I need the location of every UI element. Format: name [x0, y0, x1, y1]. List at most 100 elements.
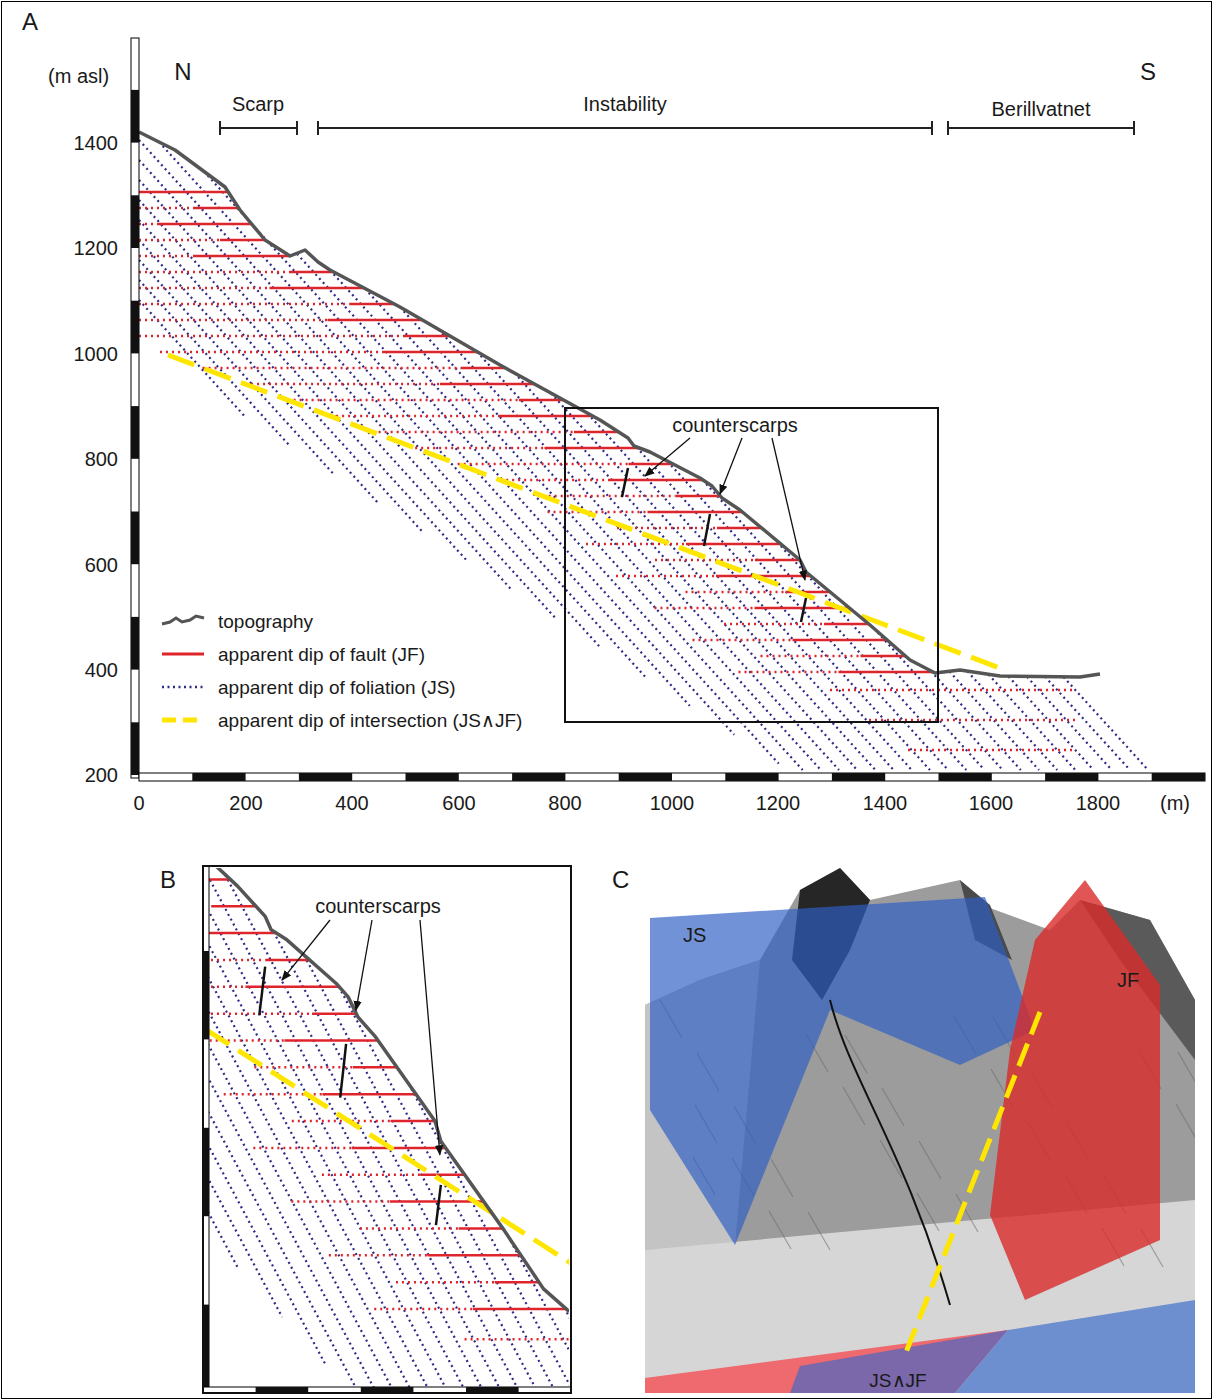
fault-trace: [205, 932, 277, 935]
legend-row: topography: [160, 609, 313, 633]
extent-bracket: [219, 121, 221, 135]
axis-bar-segment: [192, 773, 245, 781]
legend-row: apparent dip of foliation (JS): [160, 675, 456, 699]
foliation-trace: [205, 868, 282, 1317]
intersection-line: [168, 355, 1005, 670]
foliation-trace: [139, 220, 423, 533]
fault-trace-dotted: [374, 1308, 473, 1311]
foliation-trace: [205, 868, 370, 1391]
relief-texture: [917, 1193, 939, 1231]
figure-label: 400: [85, 660, 118, 680]
fault-trace-dotted: [655, 559, 755, 562]
fault-trace: [545, 447, 640, 450]
fault-trace-dotted: [330, 415, 498, 418]
legend-sample: [160, 709, 206, 731]
foliation-trace: [159, 142, 645, 677]
legend-row: apparent dip of intersection (JS∧JF): [160, 708, 522, 732]
figure-label: N: [174, 60, 191, 84]
counterscarp-mark: [622, 468, 628, 497]
extent-bracket: [948, 127, 1134, 129]
legend-line: [162, 718, 204, 723]
counterscarp-mark: [436, 1185, 441, 1225]
relief-texture: [808, 1212, 830, 1250]
stereo-foliation: [955, 1300, 1195, 1393]
foliation-trace: [274, 932, 564, 1391]
fault-trace: [839, 671, 934, 674]
axis-bar-segment: [1045, 773, 1098, 781]
fault-trace-dotted: [160, 351, 383, 354]
figure-label: JF: [1117, 970, 1139, 990]
leader-arrow: [420, 920, 440, 1155]
fault-trace-dotted: [415, 447, 544, 450]
fault-trace: [284, 1039, 378, 1042]
intersection-line: [903, 1012, 1040, 1360]
foliation-trace: [508, 1236, 569, 1391]
fault-trace-dotted: [205, 986, 245, 989]
fault-trace-dotted: [869, 719, 1075, 722]
extent-bracket: [318, 127, 932, 129]
foliation-trace: [703, 480, 967, 770]
leader-arrow: [772, 438, 805, 580]
foliation-trace: [139, 200, 468, 561]
foliation-trace: [304, 956, 569, 1391]
topography-line: [139, 132, 1100, 677]
foliation-trace: [668, 461, 949, 770]
foliation-trace: [205, 868, 473, 1391]
relief-texture: [1176, 1104, 1195, 1142]
figure-label: S: [1140, 60, 1156, 84]
foliation-trace: [439, 329, 840, 770]
fault-trace: [194, 207, 239, 210]
legend-text: topography: [218, 612, 313, 631]
fault-trace: [428, 1254, 522, 1257]
fault-trace-dotted: [139, 207, 194, 210]
fault-trace-dotted: [548, 511, 648, 514]
fault-trace-dotted: [724, 623, 824, 626]
fault-trace: [459, 1227, 503, 1230]
axis-bar-segment: [406, 773, 459, 781]
fault-trace: [289, 271, 334, 274]
figure-label: 1000: [650, 793, 695, 813]
fault-trace-dotted: [465, 1338, 569, 1341]
foliation-trace: [205, 868, 414, 1391]
extent-bracket: [1133, 121, 1135, 135]
panel-frame: [203, 866, 571, 1393]
axis-bar-segment: [619, 773, 672, 781]
foliation-trace: [551, 393, 894, 770]
figure-label: JS: [683, 925, 706, 945]
axis-bar: [139, 773, 1205, 781]
fault-trace: [270, 287, 365, 290]
fault-trace-dotted: [253, 1147, 352, 1150]
foliation-trace: [139, 280, 290, 446]
fault-trace: [717, 527, 762, 530]
foliation-trace: [139, 140, 601, 648]
figure-label: Scarp: [232, 94, 284, 114]
extent-bracket: [931, 121, 933, 135]
leader-arrow: [282, 920, 330, 980]
fault-trace: [353, 1066, 397, 1069]
extent-bracket: [296, 121, 298, 135]
axis-bar: [131, 38, 139, 778]
figure-label: A: [22, 10, 38, 34]
panel-b-section: [205, 868, 569, 1391]
relief-texture: [882, 1088, 904, 1126]
figure-label: C: [612, 868, 629, 892]
foliation-trace: [205, 868, 438, 1391]
fault-trace: [212, 905, 256, 908]
legend-row: apparent dip of fault (JF): [160, 642, 425, 666]
figure-label: Instability: [583, 94, 666, 114]
fault-trace: [440, 383, 535, 386]
fault-trace-dotted: [655, 607, 755, 610]
figure-label: counterscarps: [315, 896, 441, 916]
axis-bar-segment: [512, 773, 565, 781]
axis-bar-segment: [725, 773, 778, 781]
fault-trace: [328, 319, 423, 322]
legend-text: apparent dip of fault (JF): [218, 645, 425, 664]
legend-sample: [160, 676, 206, 698]
figure-label: 1800: [1076, 793, 1121, 813]
foliation-trace: [1064, 677, 1149, 770]
fault-trace: [824, 623, 869, 626]
counterscarp-mark: [801, 598, 806, 622]
